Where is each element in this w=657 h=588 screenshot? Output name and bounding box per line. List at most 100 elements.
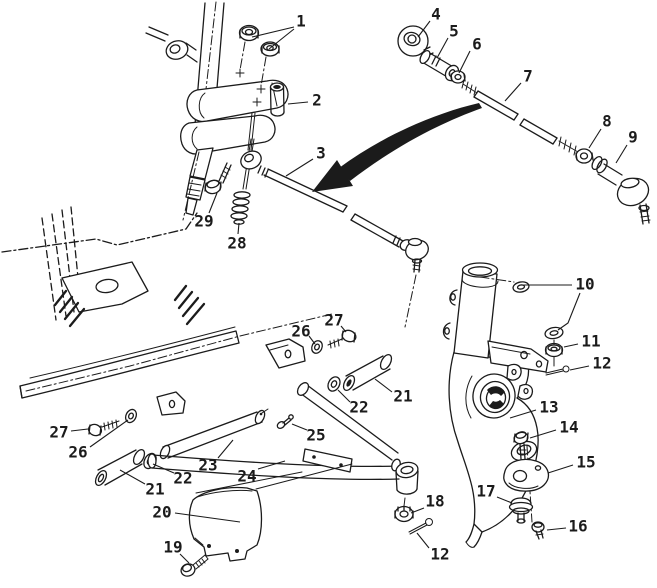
frame-rail bbox=[19, 330, 240, 399]
callout-8: 8 bbox=[602, 112, 612, 131]
jam-nut bbox=[575, 148, 594, 164]
callout-27: 27 bbox=[324, 311, 343, 330]
callout-5: 5 bbox=[449, 22, 459, 41]
thread-stub bbox=[558, 136, 579, 156]
bolt-27-top bbox=[327, 329, 357, 349]
callout-21: 21 bbox=[145, 480, 164, 499]
callout-25: 25 bbox=[306, 426, 325, 445]
bolt-19 bbox=[180, 554, 209, 577]
callout-10: 10 bbox=[575, 275, 594, 294]
leader-line-12 bbox=[569, 365, 590, 371]
leader-line-26 bbox=[308, 335, 316, 345]
bolt-14 bbox=[513, 431, 529, 460]
leader-line-8 bbox=[588, 128, 602, 149]
a-arm-assembly bbox=[19, 313, 433, 535]
callout-20: 20 bbox=[152, 503, 171, 522]
frame-outline bbox=[1, 206, 206, 328]
callout-17: 17 bbox=[476, 482, 495, 501]
steering-arm bbox=[487, 340, 549, 373]
leader-line-21 bbox=[374, 378, 393, 393]
washer-22-mid bbox=[327, 376, 341, 392]
leader-line-2 bbox=[287, 101, 309, 105]
center-marks bbox=[235, 68, 266, 107]
callout-26: 26 bbox=[291, 322, 310, 341]
ball-joint-fasteners bbox=[503, 431, 550, 540]
leader-line-13 bbox=[509, 409, 537, 419]
leader-line-26 bbox=[89, 419, 129, 448]
hatch-marks bbox=[53, 284, 206, 328]
leader-line-21 bbox=[119, 469, 146, 485]
outer-rod-end bbox=[591, 155, 651, 225]
leader-line-22 bbox=[152, 463, 175, 474]
leader-line-25 bbox=[291, 423, 308, 431]
jam-nut bbox=[450, 70, 466, 84]
leader-line-20 bbox=[174, 512, 241, 523]
callout-29: 29 bbox=[194, 212, 213, 231]
leader-line-6 bbox=[458, 50, 471, 74]
leader-line-9 bbox=[615, 144, 628, 164]
leader-line-28 bbox=[237, 222, 240, 235]
spindle-hub bbox=[472, 373, 516, 419]
tube-23 bbox=[159, 409, 266, 460]
leader-line-7 bbox=[504, 82, 522, 102]
leader-line-17 bbox=[496, 496, 513, 504]
callout-19: 19 bbox=[163, 538, 182, 557]
steering-knuckle bbox=[442, 262, 549, 548]
leader-line-1 bbox=[251, 26, 295, 38]
callout-2: 2 bbox=[312, 91, 322, 110]
callout-15: 15 bbox=[576, 453, 595, 472]
leader-line-10 bbox=[557, 292, 581, 331]
tie-rod-end bbox=[399, 237, 429, 273]
callout-11: 11 bbox=[581, 332, 600, 351]
callout-21: 21 bbox=[393, 387, 412, 406]
castle-nut-apex bbox=[394, 505, 414, 523]
callout-1: 1 bbox=[296, 12, 306, 31]
castle-nut bbox=[544, 342, 564, 358]
skid-plate bbox=[180, 486, 263, 577]
callout-4: 4 bbox=[431, 5, 441, 24]
callout-layer: 1234567891011121314151617181219202122232… bbox=[49, 5, 637, 564]
callout-12: 12 bbox=[430, 545, 449, 564]
leader-line-4 bbox=[417, 20, 431, 38]
callout-7: 7 bbox=[523, 67, 533, 86]
leader-line-18 bbox=[410, 507, 425, 514]
flange-nut bbox=[260, 41, 280, 57]
callout-9: 9 bbox=[628, 128, 638, 147]
inner-tie-rod bbox=[240, 150, 429, 328]
bolt-27-left bbox=[87, 419, 120, 437]
leader-line-12 bbox=[416, 532, 430, 549]
leader-line-29 bbox=[208, 192, 218, 214]
washer-26-top bbox=[311, 340, 323, 354]
spacer-bushing bbox=[269, 82, 285, 117]
callout-23: 23 bbox=[198, 456, 217, 475]
callout-13: 13 bbox=[539, 398, 558, 417]
tube-front-leg bbox=[296, 382, 399, 461]
flange-nut bbox=[238, 24, 260, 42]
leader-line-11 bbox=[563, 343, 579, 348]
leader-line-1 bbox=[268, 28, 295, 50]
callout-24: 24 bbox=[237, 467, 256, 486]
direction-arrow bbox=[312, 103, 482, 192]
washer-26-left bbox=[124, 408, 138, 424]
grease-fitting-25 bbox=[259, 408, 294, 430]
balljoint-housing-18 bbox=[391, 458, 419, 495]
leader-line-24 bbox=[257, 460, 286, 470]
leader-line-3 bbox=[285, 158, 314, 177]
callout-22: 22 bbox=[349, 398, 368, 417]
bolt-16 bbox=[531, 521, 545, 540]
leader-line-5 bbox=[436, 37, 449, 59]
bolt-29 bbox=[204, 162, 232, 195]
callout-26: 26 bbox=[68, 443, 87, 462]
callout-16: 16 bbox=[568, 517, 587, 536]
cotter-pin-apex bbox=[408, 518, 433, 535]
frame-bracket bbox=[156, 391, 186, 416]
leader-line-14 bbox=[529, 429, 557, 439]
bushing-tube-21-left bbox=[94, 448, 146, 487]
thread-stub bbox=[461, 79, 478, 96]
callout-6: 6 bbox=[472, 35, 482, 54]
cotter-pin bbox=[545, 365, 570, 376]
pitman-rod-end bbox=[145, 26, 198, 63]
callout-22: 22 bbox=[173, 469, 192, 488]
outer-tie-rod-assembly bbox=[397, 25, 651, 225]
